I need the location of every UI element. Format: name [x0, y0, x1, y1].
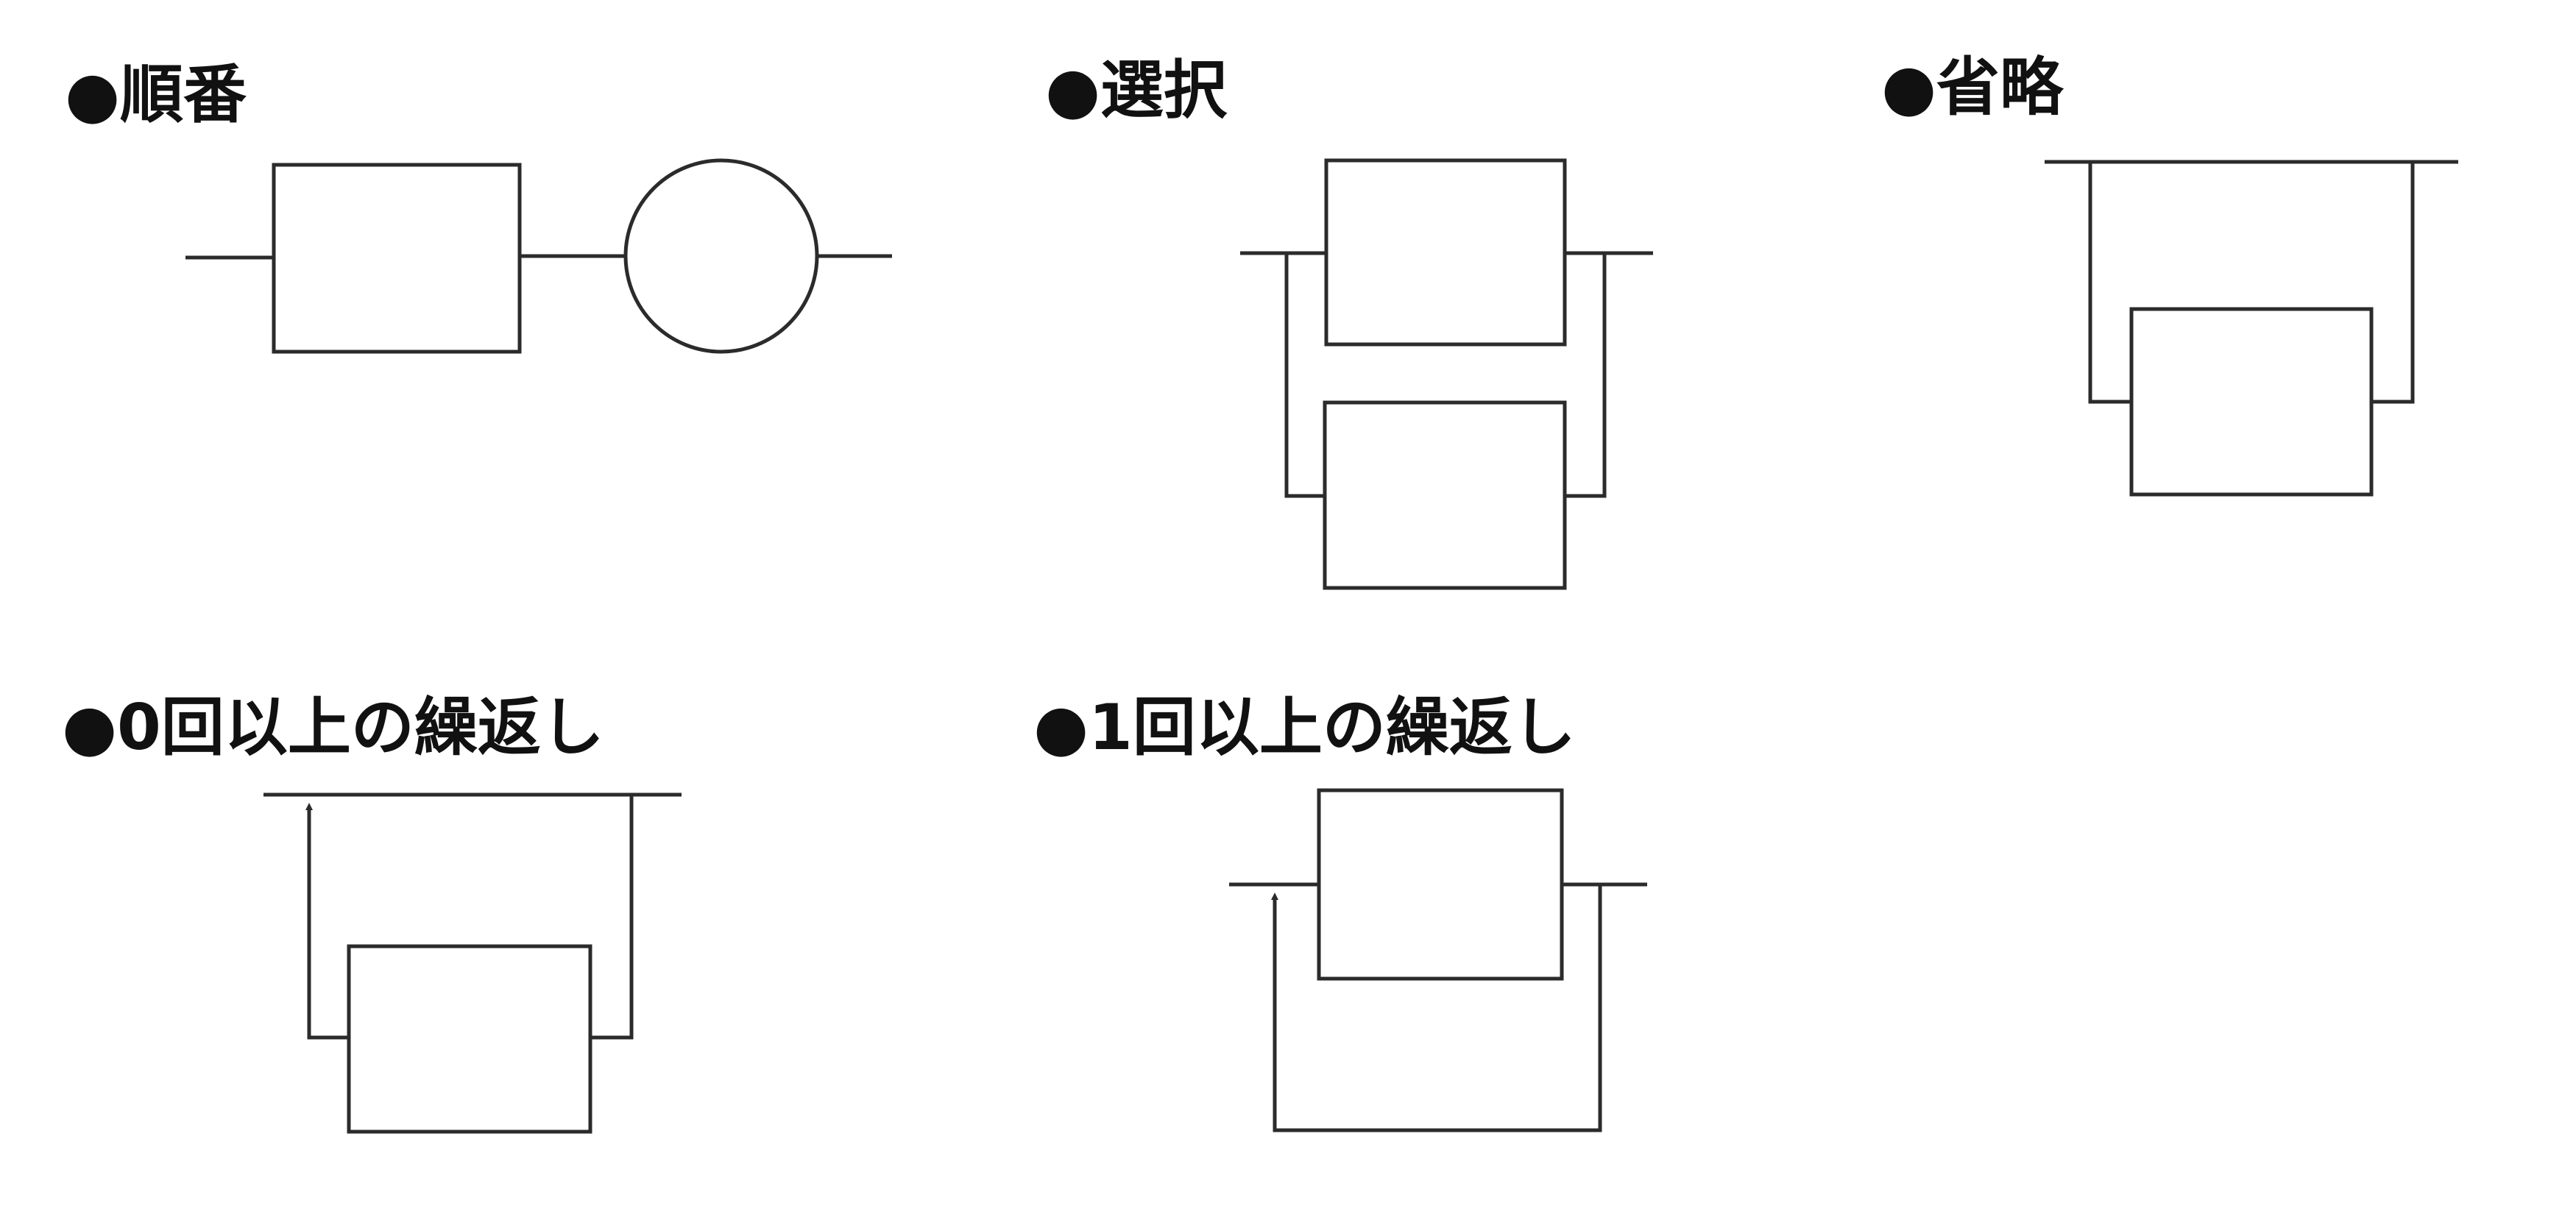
- optional-box: [2129, 307, 2374, 497]
- sequence-box: [272, 163, 522, 354]
- repeat-one-loop-back: [1271, 884, 1602, 1132]
- repeat-zero-loop-right: [590, 795, 634, 1040]
- optional-panel: ●省略: [1881, 51, 2458, 497]
- selection-title: ●選択: [1045, 54, 1228, 127]
- optional-branch-left: [2088, 162, 2131, 404]
- selection-box-top: [1324, 158, 1567, 347]
- sequence-panel: ●順番: [65, 58, 892, 354]
- selection-box-bottom: [1323, 400, 1567, 590]
- optional-title: ●省略: [1881, 51, 2064, 124]
- repeat-one-box: [1317, 788, 1564, 981]
- sequence-circle: [623, 158, 819, 354]
- repeat-one-or-more-panel: ●1回以上の繰返し: [1033, 691, 1647, 1132]
- repeat-zero-box: [347, 944, 592, 1134]
- repeat-one-or-more-title: ●1回以上の繰返し: [1033, 691, 1576, 765]
- sequence-title: ●順番: [65, 58, 247, 132]
- selection-branch-left: [1284, 253, 1325, 498]
- repeat-zero-or-more-title: ●0回以上の繰返し: [62, 691, 604, 765]
- selection-panel: ●選択: [1045, 54, 1653, 590]
- repeat-zero-loop-left: [305, 803, 349, 1040]
- selection-branch-right: [1565, 253, 1607, 498]
- optional-branch-right: [2371, 162, 2415, 404]
- repeat-zero-or-more-panel: ●0回以上の繰返し: [62, 691, 682, 1134]
